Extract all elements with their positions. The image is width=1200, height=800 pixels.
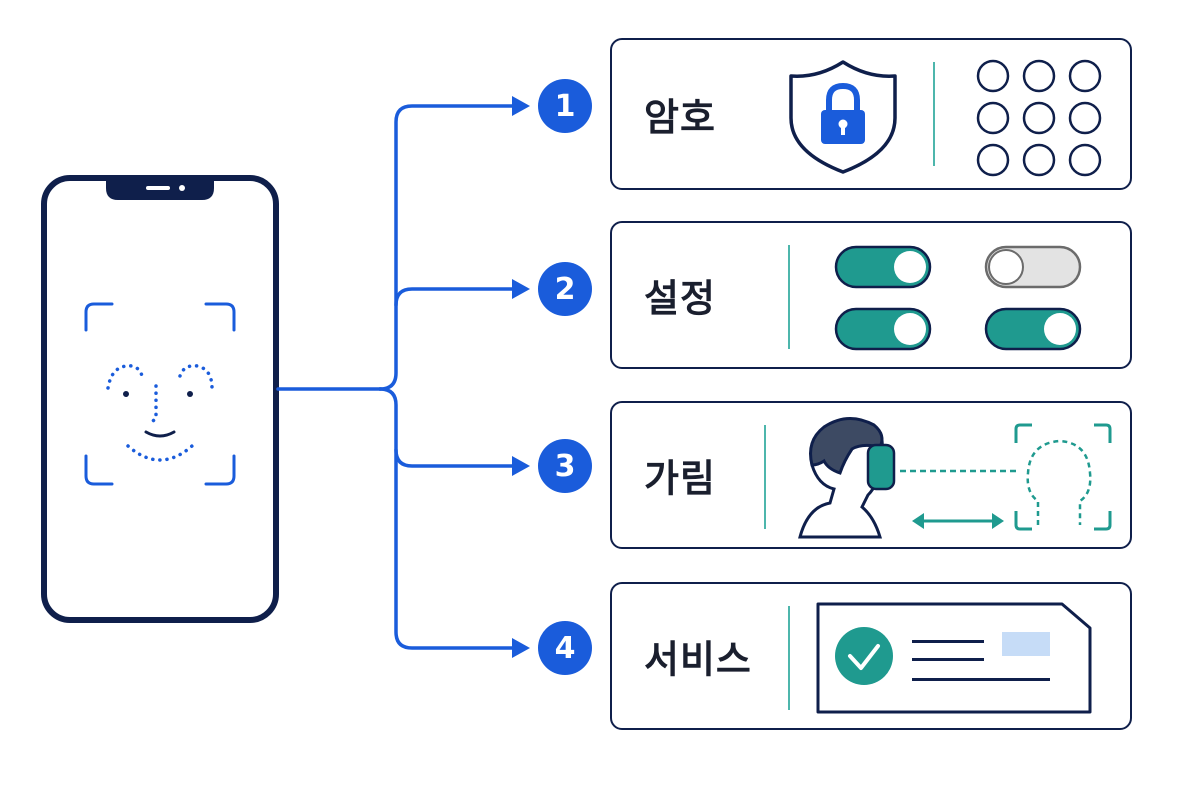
- card-label-cover: 가림: [644, 456, 716, 501]
- card-settings: 설정: [610, 221, 1132, 369]
- step-badge-2: 2: [538, 262, 592, 316]
- person-profile-icon: [798, 417, 896, 539]
- face-id-icon: [84, 302, 236, 486]
- smartphone-icon: [41, 175, 279, 623]
- divider: [764, 425, 766, 529]
- card-label-password: 암호: [644, 95, 716, 140]
- divider: [788, 245, 790, 349]
- toggle-switch-3[interactable]: [834, 307, 932, 351]
- shield-lock-icon: [789, 60, 897, 174]
- card-label-settings: 설정: [644, 276, 716, 321]
- step-badge-4: 4: [538, 621, 592, 675]
- step-badge-3: 3: [538, 439, 592, 493]
- card-label-service: 서비스: [644, 637, 752, 682]
- toggle-switch-4[interactable]: [984, 307, 1082, 351]
- face-outline-scan-icon: [1014, 423, 1112, 531]
- distance-arrow: [912, 513, 1004, 529]
- card-password: 암호: [610, 38, 1132, 190]
- check-circle-icon: [835, 627, 893, 685]
- toggle-switch-1[interactable]: [834, 245, 932, 289]
- arrow-heads: [512, 96, 530, 658]
- card-cover: 가림: [610, 401, 1132, 549]
- card-service: 서비스: [610, 582, 1132, 730]
- connector-lines: [276, 104, 518, 650]
- verified-card-icon: [816, 602, 1092, 714]
- step-badge-1: 1: [538, 79, 592, 133]
- divider: [933, 62, 935, 166]
- divider: [788, 606, 790, 710]
- pin-keypad-icon: [976, 59, 1102, 177]
- toggle-switch-2[interactable]: [984, 245, 1082, 289]
